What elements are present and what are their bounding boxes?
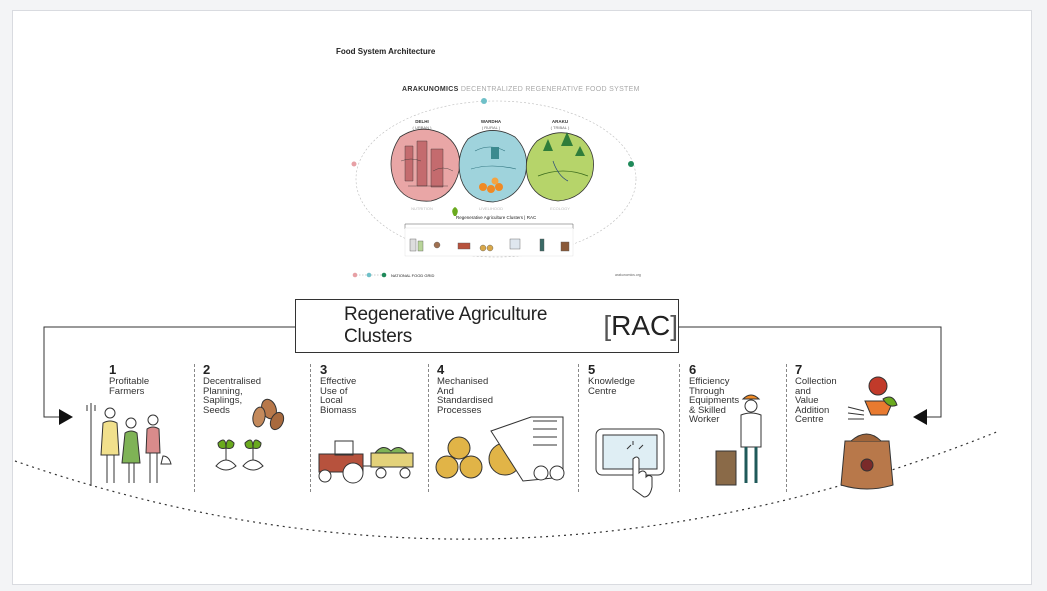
mini-rac-connector [404, 223, 574, 229]
tractor-trailer-icon [318, 440, 414, 484]
mini-rac-label: Regenerative Agriculture Clusters | RAC [456, 215, 537, 220]
produce-bag-icon [840, 376, 898, 490]
brand-heading: ARAKUNOMICS DECENTRALIZED REGENERATIVE F… [402, 86, 640, 93]
tablet-icon [595, 428, 665, 498]
column-divider [578, 364, 579, 492]
page-title: Food System Architecture [336, 47, 436, 56]
brand-name: ARAKUNOMICS [402, 86, 459, 93]
seeds-saplings-icon [215, 398, 285, 471]
region-type-wardha: ( RURAL ) [481, 125, 501, 130]
grid-dot-green [381, 272, 387, 278]
delhi-blob [390, 128, 461, 202]
region-name-wardha: WARDHA [480, 119, 502, 124]
cluster-number: 6 [689, 362, 697, 377]
rac-title-box: Regenerative Agriculture Clusters [RAC] [295, 299, 679, 353]
rac-title: Regenerative Agriculture Clusters [344, 304, 548, 347]
region-name-delhi: DELHI [415, 119, 429, 124]
left-node [351, 161, 357, 167]
cluster-number: 4 [437, 362, 445, 377]
right-node [628, 161, 634, 167]
region-name-araku: ARAKU [551, 119, 569, 124]
column-divider [194, 364, 195, 492]
region-type-araku: ( TRIBAL ) [550, 125, 570, 130]
cluster-number: 5 [588, 362, 596, 377]
column-divider [679, 364, 680, 492]
left-arrow-icon [59, 409, 73, 425]
wardha-blob [458, 130, 528, 203]
diagram-canvas: Food System Architecture ARAKUNOMICS DEC… [12, 10, 1032, 585]
region-caption-delhi: NUTRITION [411, 206, 433, 211]
column-divider [310, 364, 311, 492]
araku-blob [525, 132, 594, 202]
cluster-number: 3 [320, 362, 328, 377]
website-label: arakunomics.org [615, 273, 641, 277]
rac-abbr-text: RAC [611, 310, 671, 341]
cluster-number: 7 [795, 362, 803, 377]
mini-rac-icons [409, 238, 570, 252]
region-caption-wardha: LIVELIHOOD [478, 206, 503, 211]
rac-abbreviation: [RAC] [603, 310, 678, 341]
right-connector-line [679, 326, 942, 418]
left-connector-line [43, 326, 295, 418]
food-system-ellipse [355, 100, 637, 258]
grid-dot-teal [366, 272, 372, 278]
mini-rac-row [404, 227, 574, 257]
top-node [481, 98, 487, 104]
column-divider [786, 364, 787, 492]
region-caption-araku: ECOLOGY [550, 206, 570, 211]
national-food-grid-label: NATIONAL FOOD GRID [391, 273, 435, 278]
cluster-number: 2 [203, 362, 211, 377]
mini-leaf-icon [452, 207, 458, 216]
farmers-icon [86, 403, 172, 486]
architecture-graphic [14, 98, 1000, 540]
grid-dot-pink [352, 272, 358, 278]
hay-baler-icon [435, 416, 565, 482]
right-arrow-icon [913, 409, 927, 425]
cluster-number: 1 [109, 362, 117, 377]
worker-icon [715, 394, 762, 486]
column-divider [428, 364, 429, 492]
brand-tagline: DECENTRALIZED REGENERATIVE FOOD SYSTEM [460, 86, 640, 93]
region-type-delhi: ( URBAN ) [412, 125, 432, 130]
